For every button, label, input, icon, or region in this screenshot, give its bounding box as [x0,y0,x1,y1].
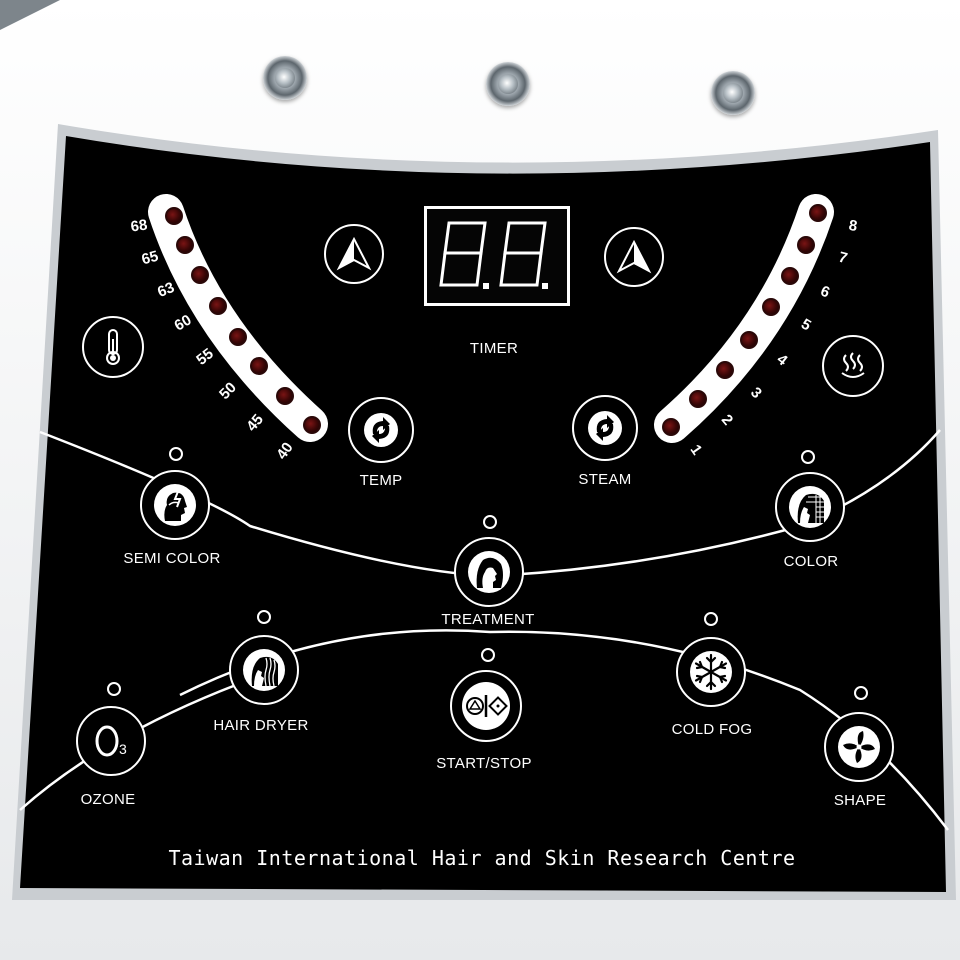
start-stop-button[interactable] [450,670,522,742]
shape-label: SHAPE [833,792,887,809]
treatment-indicator [483,515,497,529]
head-wavy-hair-icon [243,649,285,691]
timer-display [424,206,570,306]
steam-button[interactable] [572,395,638,461]
temp-led-60 [209,297,227,315]
steam-label: STEAM [578,471,632,488]
top-indicator-lens-center [486,62,530,106]
triangle-right-icon [616,239,652,274]
timer-label: TIMER [469,340,519,357]
temp-led-68 [165,207,183,225]
cold-fog-label: COLD FOG [671,721,753,738]
steam-led-2 [689,390,707,408]
semi-color-button[interactable] [140,470,210,540]
hair-dryer-indicator [257,610,271,624]
hair-dryer-label: HAIR DRYER [213,717,309,734]
manufacturer-text: Taiwan International Hair and Skin Resea… [168,846,796,870]
timer-down-button[interactable] [324,224,384,284]
timer-up-button[interactable] [604,227,664,287]
triangle-left-icon [336,236,372,271]
semi-color-label: SEMI COLOR [123,550,221,567]
seven-segment-digits [439,221,548,289]
temp-scale-number: 65 [139,247,161,269]
steam-led-1 [662,418,680,436]
top-indicator-lens-right [711,71,755,115]
steam-led-3 [716,361,734,379]
semi-color-indicator [169,447,183,461]
top-indicator-lens-left [263,56,307,100]
o3-icon: 3 [95,725,127,757]
color-button[interactable] [775,472,845,542]
steam-led-4 [740,331,758,349]
cold-fog-indicator [704,612,718,626]
cycle-arrow-icon [588,411,622,445]
temp-led-63 [191,266,209,284]
temp-led-50 [250,357,268,375]
thermometer-indicator [82,316,144,378]
shape-button[interactable] [824,712,894,782]
head-grid-icon [789,486,831,528]
steam-led-8 [809,204,827,222]
temp-led-65 [176,236,194,254]
treatment-button[interactable] [454,537,524,607]
treatment-label: TREATMENT [441,611,535,628]
shape-indicator [854,686,868,700]
snowflake-icon [690,651,732,693]
head-towel-icon [468,551,510,593]
temp-led-40 [303,416,321,434]
temp-label: TEMP [359,472,403,489]
hair-dryer-button[interactable] [229,635,299,705]
ozone-indicator [107,682,121,696]
start-stop-indicator [481,648,495,662]
temp-scale-number: 68 [129,216,149,236]
temp-button[interactable] [348,397,414,463]
steam-led-6 [781,267,799,285]
fan-icon [838,726,880,768]
temp-led-55 [229,328,247,346]
thermometer-icon [106,329,120,365]
color-indicator [801,450,815,464]
ozone-button[interactable]: 3 [76,706,146,776]
svg-text:3: 3 [119,741,127,757]
cycle-arrow-icon [364,413,398,447]
steam-indicator [822,335,884,397]
head-bolt-icon [154,484,196,526]
steam-led-5 [762,298,780,316]
start-stop-label: START/STOP [436,755,532,772]
start-stop-icon [462,682,510,730]
temp-led-45 [276,387,294,405]
cold-fog-button[interactable] [676,637,746,707]
steam-icon [841,352,865,378]
ozone-label: OZONE [80,791,136,808]
color-label: COLOR [783,553,839,570]
steam-led-7 [797,236,815,254]
